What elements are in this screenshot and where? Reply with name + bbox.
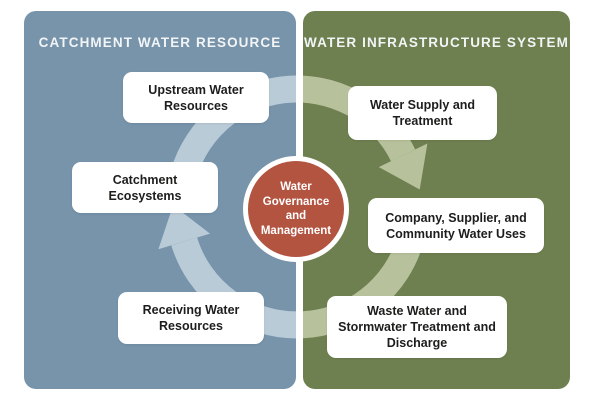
node-catchment-ecosystems: Catchment Ecosystems (72, 162, 218, 213)
water-governance-circle: Water Governance and Management (243, 156, 349, 262)
node-receiving-water-resources: Receiving Water Resources (118, 292, 264, 344)
node-upstream-water-resources: Upstream Water Resources (123, 72, 269, 123)
panel-title-catchment: CATCHMENT WATER RESOURCE (38, 35, 282, 50)
water-governance-label: Water Governance and Management (260, 181, 332, 237)
node-water-supply-and-treatment: Water Supply and Treatment (348, 86, 497, 140)
panel-title-infrastructure: WATER INFRASTRUCTURE SYSTEM (304, 35, 569, 50)
node-waste-water-stormwater-treatment-discharge: Waste Water and Stormwater Treatment and… (327, 296, 507, 358)
node-company-supplier-community-water-uses: Company, Supplier, and Community Water U… (368, 198, 544, 253)
